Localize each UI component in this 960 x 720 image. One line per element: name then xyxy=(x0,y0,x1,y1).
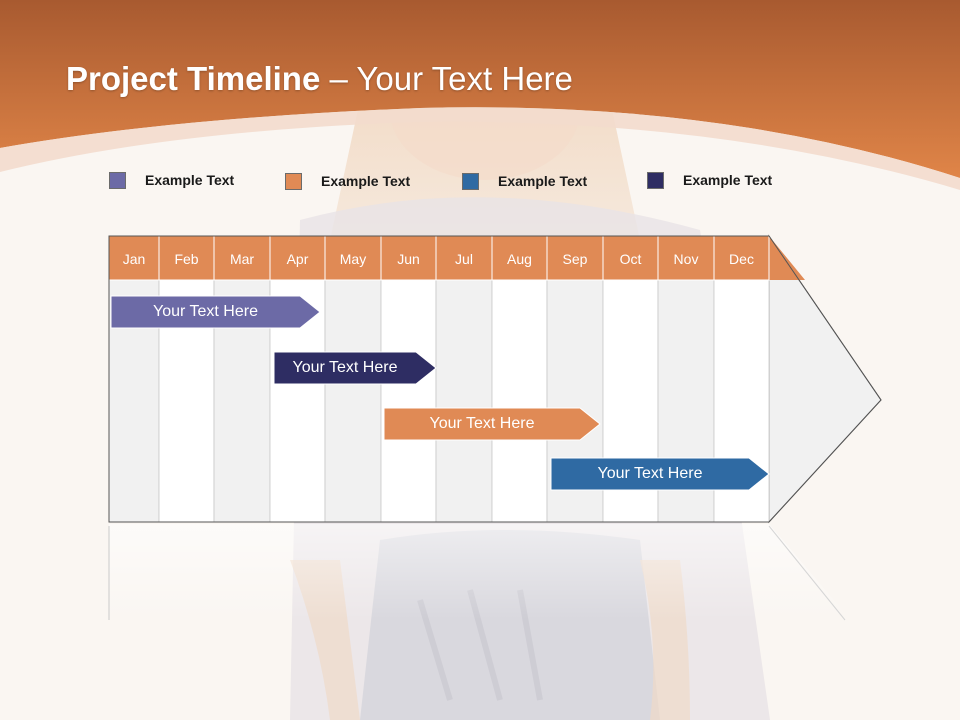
month-column xyxy=(380,279,437,523)
legend-item: Example Text xyxy=(285,171,410,191)
month-header-cell xyxy=(108,235,160,281)
task-bar-label: Your Text Here xyxy=(429,415,535,432)
task-bar xyxy=(383,407,601,441)
task-bar-label: Your Text Here xyxy=(597,465,703,482)
reflection-edge xyxy=(768,525,846,621)
legend-item: Example Text xyxy=(647,170,772,190)
month-header-cell xyxy=(713,235,770,281)
month-label: Jan xyxy=(122,251,146,267)
month-label: May xyxy=(339,251,367,267)
timeline-reflection xyxy=(109,524,851,620)
task-bar xyxy=(110,295,321,329)
legend-label: Example Text xyxy=(683,172,773,188)
timeline-outline xyxy=(108,235,882,523)
month-header-cell xyxy=(546,235,604,281)
legend-label: Example Text xyxy=(145,172,235,188)
legend-label: Example Text xyxy=(321,173,411,189)
legend-swatch xyxy=(462,172,479,190)
legend-swatch xyxy=(285,172,302,190)
arrowhead-header xyxy=(769,236,805,280)
legend-label: Example Text xyxy=(498,173,588,189)
legend-item: Example Text xyxy=(109,170,234,190)
task-bar xyxy=(550,457,770,491)
month-column xyxy=(435,279,493,523)
month-header-cell xyxy=(602,235,659,281)
month-label: Sep xyxy=(562,251,588,267)
title-bold: Project Timeline xyxy=(66,60,321,97)
month-label: Jul xyxy=(455,251,473,267)
legend-item: Example Text xyxy=(462,171,587,191)
month-label: Feb xyxy=(174,251,199,267)
legend-swatch xyxy=(647,171,664,189)
month-label: Nov xyxy=(673,251,699,267)
task-bar xyxy=(273,351,437,385)
month-label: Mar xyxy=(229,251,255,267)
slide-title: Project Timeline – Your Text Here xyxy=(66,60,573,98)
month-header-cell xyxy=(435,235,493,281)
title-rest: – Your Text Here xyxy=(320,60,573,97)
month-label: Oct xyxy=(619,251,642,267)
month-label: Apr xyxy=(286,251,309,267)
month-header-cell xyxy=(491,235,548,281)
header-band xyxy=(0,0,960,190)
month-label: Jun xyxy=(397,251,420,267)
month-header-cell xyxy=(269,235,326,281)
month-label: Aug xyxy=(507,251,532,267)
task-bar-label: Your Text Here xyxy=(153,303,258,320)
month-header-cell xyxy=(380,235,437,281)
month-label: Dec xyxy=(729,251,754,267)
task-bar-label: Your Text Here xyxy=(292,359,398,376)
month-column xyxy=(491,279,548,523)
month-header-cell xyxy=(158,235,215,281)
legend-swatch xyxy=(109,171,126,189)
month-column xyxy=(324,279,382,523)
